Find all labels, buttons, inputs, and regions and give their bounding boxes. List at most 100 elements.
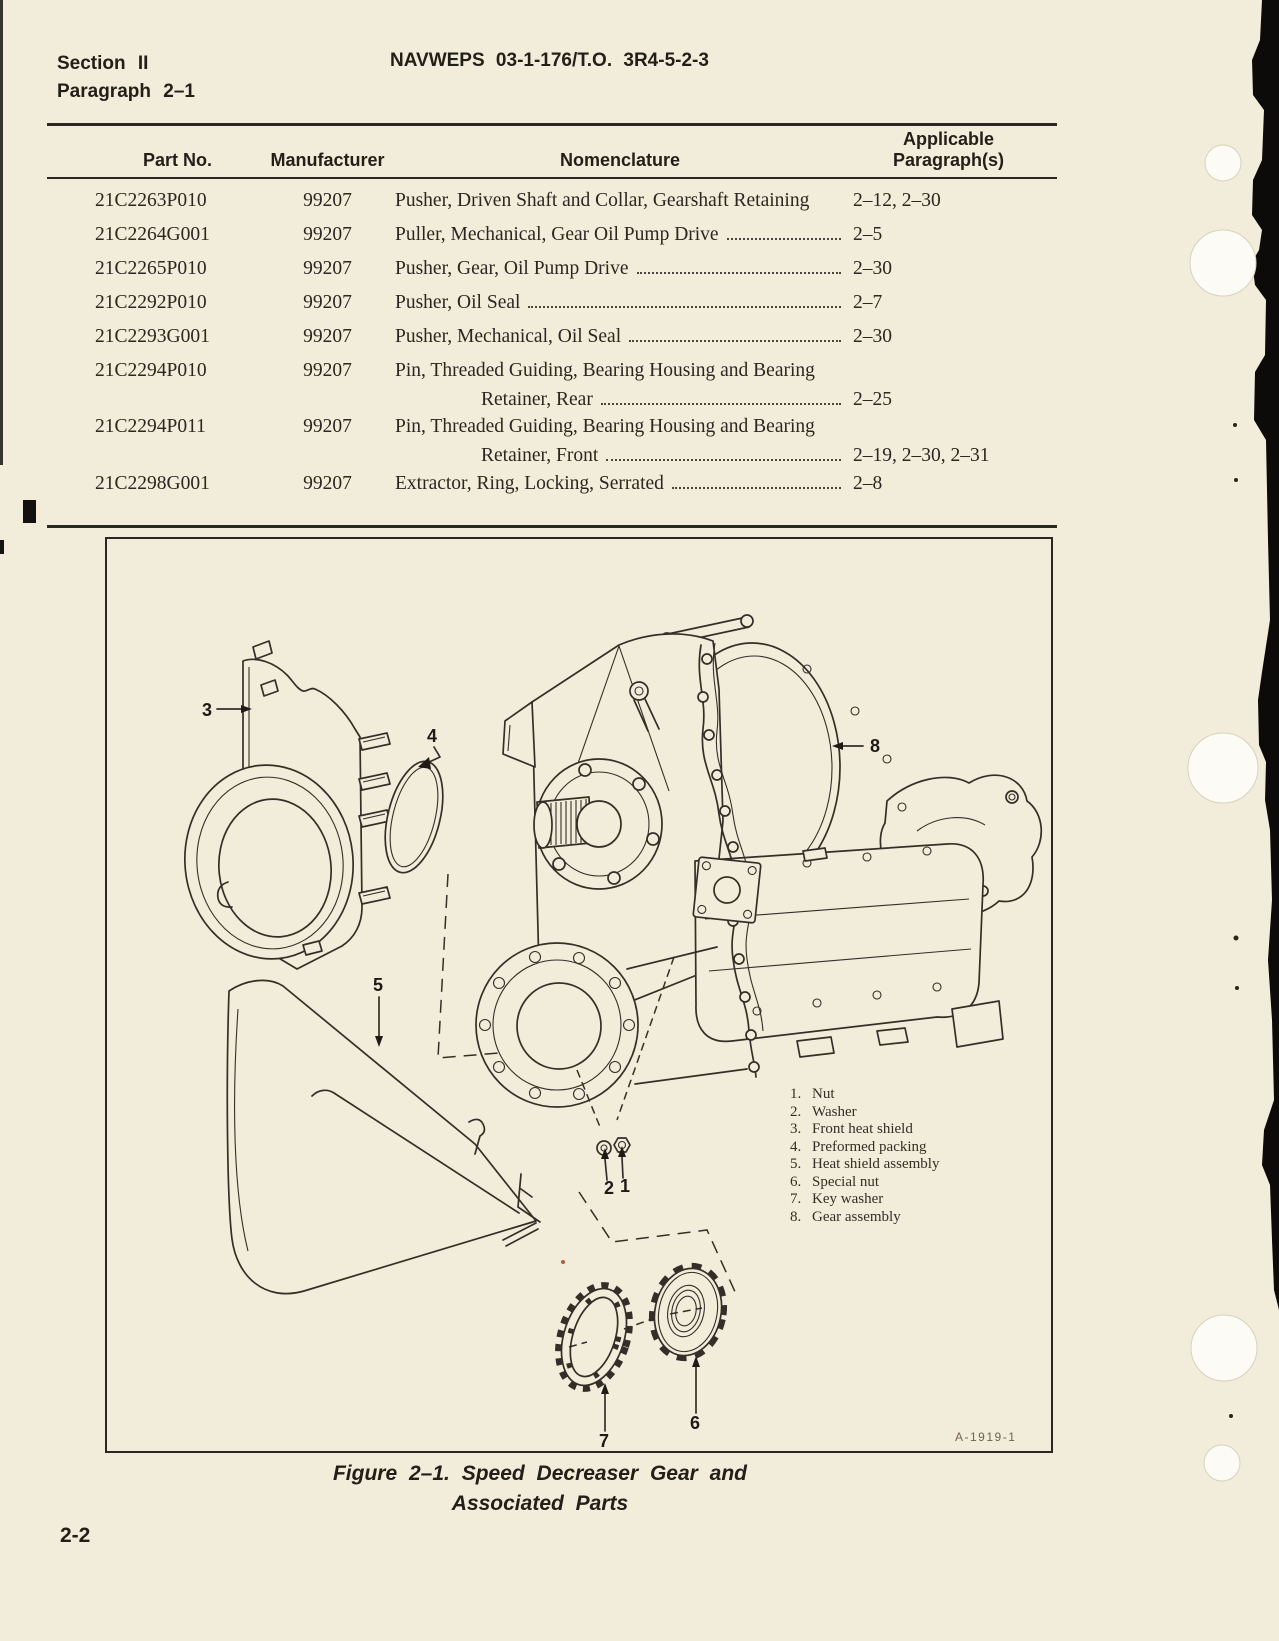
table-header-row: Part No. Manufacturer Nomenclature Appli… [47,129,1057,177]
leader-dots [528,306,841,308]
leader-dots [600,403,841,405]
col-header-applicable: Applicable Paragraph(s) [892,129,1005,170]
legend-item: 8.Gear assembly [790,1208,901,1225]
heat-shield-assembly-drawing [226,979,541,1295]
legend-item: 4.Preformed packing [790,1138,927,1155]
part-no: 21C2263P010 [95,190,207,211]
table-row: 21C2263P010 99207 Pusher, Driven Shaft a… [47,190,1057,212]
input-flange-spline [533,758,663,890]
applicable-paragraphs: 2–5 [853,224,883,245]
cover-plate [692,856,762,924]
callouts: 3 4 5 8 2 1 7 6 [202,700,880,1451]
legend-item: 6.Special nut [790,1173,880,1190]
col-header-nomenclature: Nomenclature [559,150,681,170]
manufacturer: 99207 [303,190,352,211]
table-row: 21C2292P010 99207 Pusher, Oil Seal 2–7 [47,292,1057,314]
callout-7: 7 [599,1431,609,1451]
leader-dots [636,272,841,274]
applicable-paragraphs: 2–8 [853,473,883,494]
leader-dots [606,459,841,461]
nomenclature: Pin, Threaded Guiding, Bearing Housing a… [395,360,815,381]
table-row: 21C2264G001 99207 Puller, Mechanical, Ge… [47,224,1057,246]
legend-item: 2.Washer [790,1103,857,1120]
key-washer-drawing [555,1282,633,1392]
figure-legend: 1.Nut 2.Washer 3.Front heat shield 4.Pre… [790,1086,970,1226]
nomenclature: Pusher, Oil Seal [395,292,521,313]
callout-3: 3 [202,700,212,720]
nomenclature: Extractor, Ring, Locking, Serrated [395,473,664,494]
manufacturer: 99207 [303,360,352,381]
manufacturer: 99207 [303,224,352,245]
punch-hole [1189,229,1257,297]
legend-item: 5.Heat shield assembly [790,1156,940,1172]
callout-5: 5 [373,975,383,995]
punch-hole [1187,732,1259,804]
nomenclature: Pusher, Gear, Oil Pump Drive [395,258,629,279]
leader-dots [671,487,841,489]
table-row: 21C2294P011 99207 Pin, Threaded Guiding,… [47,416,1057,467]
part-no: 21C2292P010 [95,292,207,313]
legend-item: 3.Front heat shield [790,1121,913,1137]
specks [1229,423,1239,1418]
applicable-paragraphs: 2–25 [853,389,892,410]
nomenclature: Pusher, Mechanical, Oil Seal [395,326,622,347]
punch-hole [1204,144,1242,182]
nomenclature: Pusher, Driven Shaft and Collar, Gearsha… [395,190,810,211]
callout-4: 4 [427,726,437,746]
parts-table: Part No. Manufacturer Nomenclature Appli… [47,123,1057,531]
table-row: 21C2265P010 99207 Pusher, Gear, Oil Pump… [47,258,1057,280]
part-no: 21C2264G001 [95,224,210,245]
table-rule-bottom [47,525,1057,528]
manufacturer: 99207 [303,258,352,279]
applicable-paragraphs: 2–19, 2–30, 2–31 [853,445,990,466]
table-row: 21C2294P010 99207 Pin, Threaded Guiding,… [47,360,1057,411]
figure-2-1-drawing: 3 4 5 8 2 1 7 6 [105,537,1053,1453]
table-rule-top [47,123,1057,126]
legend-item: 1.Nut [790,1086,835,1102]
punch-hole [1190,1314,1258,1382]
manufacturer: 99207 [303,473,352,494]
table-row: 21C2293G001 99207 Pusher, Mechanical, Oi… [47,326,1057,348]
nomenclature: Puller, Mechanical, Gear Oil Pump Drive [395,224,719,245]
applicable-paragraphs: 2–30 [853,326,892,347]
callout-1: 1 [620,1176,630,1196]
nomenclature-line2: Retainer, Front [481,445,599,466]
applicable-paragraphs: 2–12, 2–30 [853,190,941,211]
legend-item: 7.Key washer [790,1191,884,1207]
part-no: 21C2293G001 [95,326,210,347]
gear-assembly-drawing [475,614,1043,1108]
col-header-part-no: Part No. [142,150,212,170]
doc-number: NAVWEPS 03-1-176/T.O. 3R4-5-2-3 [390,50,709,71]
callout-2: 2 [604,1178,614,1198]
figure-caption: Figure 2–1. Speed Decreaser Gear and Ass… [332,1462,748,1515]
applicable-paragraphs: 2–7 [853,292,883,313]
leader-dots [726,238,841,240]
change-bar [23,500,36,523]
scan-edge-strip [1252,0,1279,1310]
nomenclature: Pin, Threaded Guiding, Bearing Housing a… [395,416,815,437]
table-rule-header [47,177,1057,179]
nomenclature-line2: Retainer, Rear [481,389,593,410]
punch-hole [1203,1444,1241,1482]
scan-mark [0,540,4,554]
seam-bolts [697,653,760,1073]
part-no: 21C2265P010 [95,258,207,279]
plate-number: A-1919-1 [955,1430,1017,1444]
front-heat-shield-drawing [183,640,391,970]
alignment-dashes [437,873,737,1348]
scan-edge-left [0,0,3,465]
special-nut-drawing [648,1262,728,1362]
part-no: 21C2294P010 [95,360,207,381]
leader-dots [629,340,841,342]
paragraph-label: Paragraph 2–1 [57,81,195,102]
manufacturer: 99207 [303,292,352,313]
manufacturer: 99207 [303,416,352,437]
applicable-paragraphs: 2–30 [853,258,892,279]
page-number: 2-2 [60,1524,91,1547]
manufacturer: 99207 [303,326,352,347]
table-row: 21C2298G001 99207 Extractor, Ring, Locki… [47,473,1057,495]
section-header: Section II Paragraph 2–1 [57,50,195,106]
col-header-manufacturer: Manufacturer [270,150,385,170]
section-label: Section II [57,53,149,74]
